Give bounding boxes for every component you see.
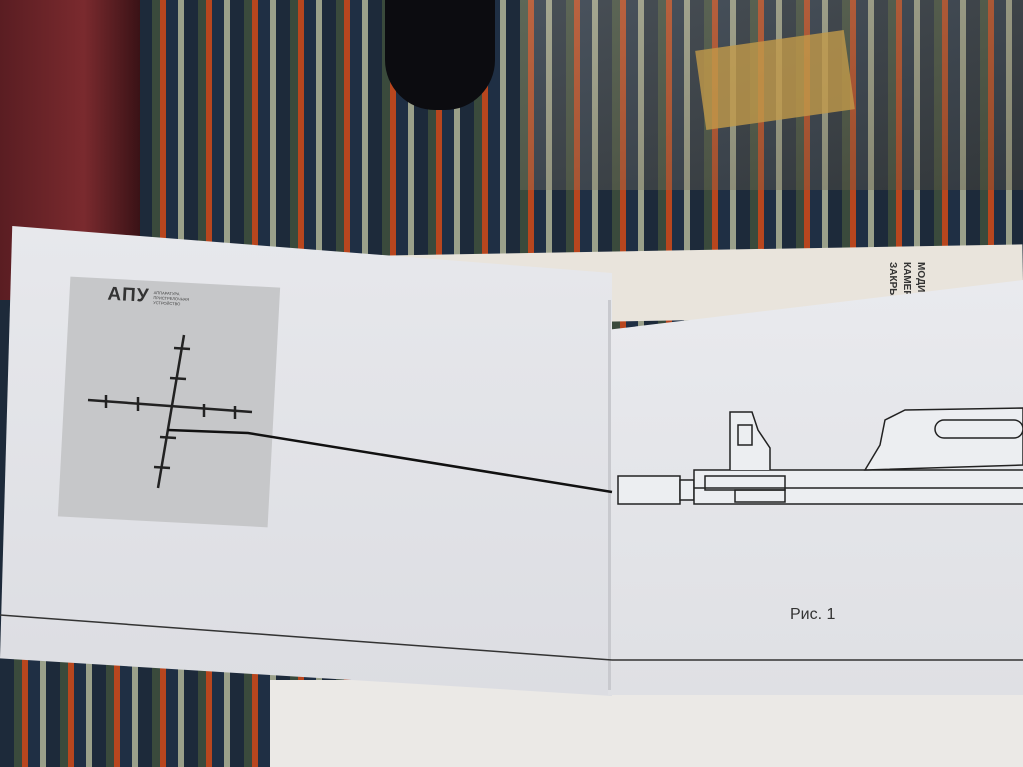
background-sheet-text: МОДИ КАМЕР ЗАКРЫС [887, 262, 926, 306]
page-rule-left [0, 614, 613, 661]
reticle-crosshair [87, 334, 253, 489]
dark-cylinder-object [385, 0, 495, 110]
pointer-line [167, 428, 613, 494]
rifle-drawing [617, 407, 1023, 505]
manual-spine [608, 300, 611, 690]
figure-caption: Рис. 1 [790, 606, 836, 623]
